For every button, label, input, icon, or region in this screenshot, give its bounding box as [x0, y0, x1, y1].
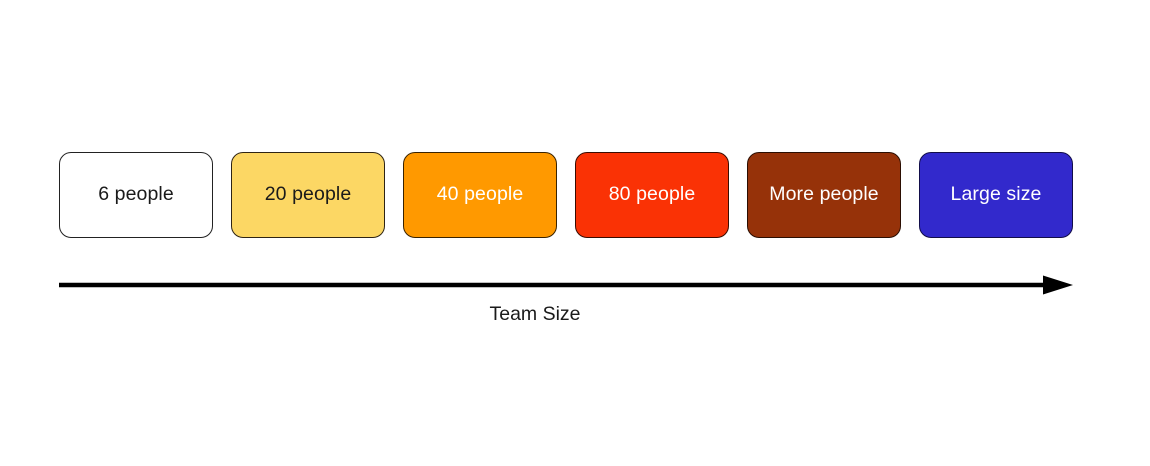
- stage-box-row: 6 people 20 people 40 people 80 people M…: [59, 152, 1073, 238]
- stage-box-2-label: 20 people: [264, 183, 352, 206]
- right-arrow-icon: [59, 275, 1073, 295]
- stage-box-6-label: Large size: [950, 183, 1042, 206]
- stage-box-3[interactable]: 40 people: [403, 152, 557, 238]
- stage-box-6[interactable]: Large size: [919, 152, 1073, 238]
- stage-box-5-label: More people: [769, 183, 879, 206]
- stage-box-3-label: 40 people: [436, 183, 524, 206]
- stage-box-4[interactable]: 80 people: [575, 152, 729, 238]
- axis-caption: Team Size: [489, 303, 581, 325]
- stage-box-1-label: 6 people: [98, 183, 174, 206]
- stage-box-5[interactable]: More people: [747, 152, 901, 238]
- stage-box-4-label: 80 people: [608, 183, 696, 206]
- stage-box-1[interactable]: 6 people: [59, 152, 213, 238]
- stage-box-2[interactable]: 20 people: [231, 152, 385, 238]
